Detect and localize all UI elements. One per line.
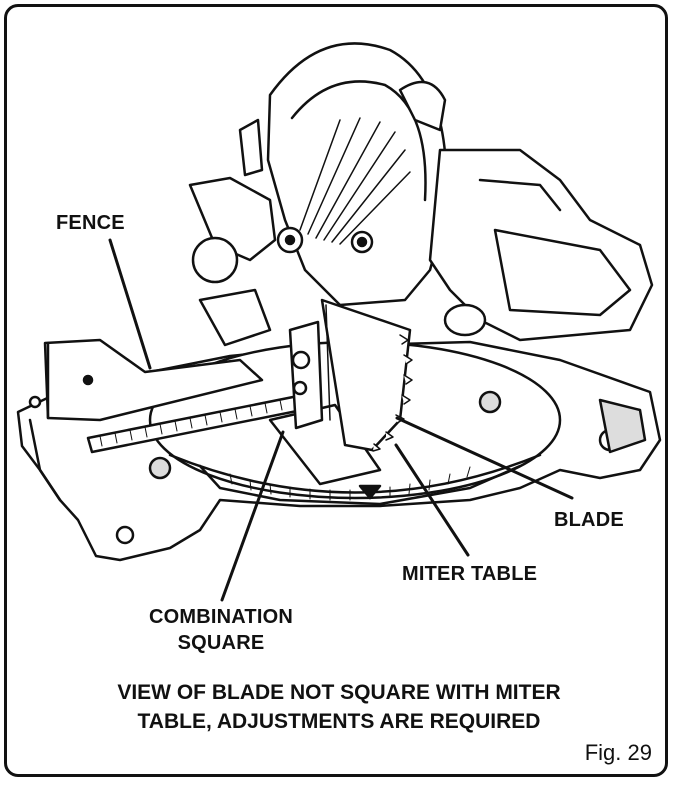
combination-square-label: COMBINATION SQUARE xyxy=(126,604,316,656)
saw-blade xyxy=(320,298,413,452)
figure-number: Fig. 29 xyxy=(584,740,652,765)
combination-square xyxy=(86,320,382,486)
fence-leader xyxy=(108,238,152,370)
combination-square-label-line2: SQUARE xyxy=(177,632,265,654)
caption-line1: VIEW OF BLADE NOT SQUARE WITH MITER xyxy=(117,681,561,704)
motor-housing xyxy=(428,148,654,342)
fence xyxy=(43,338,264,422)
combination-square-leader xyxy=(220,430,285,602)
miter-table-leader xyxy=(394,443,470,557)
blade-guard xyxy=(266,42,448,307)
combination-square-label-line1: COMBINATION xyxy=(148,606,294,628)
figure-caption: VIEW OF BLADE NOT SQUARE WITH MITER TABL… xyxy=(0,678,678,736)
fence-label: FENCE xyxy=(56,212,125,234)
caption-line2: TABLE, ADJUSTMENTS ARE REQUIRED xyxy=(137,710,541,733)
blade-leader xyxy=(395,416,574,500)
miter-table-label: MITER TABLE xyxy=(402,563,538,585)
handle-assembly xyxy=(188,118,304,347)
blade-label: BLADE xyxy=(554,509,624,531)
